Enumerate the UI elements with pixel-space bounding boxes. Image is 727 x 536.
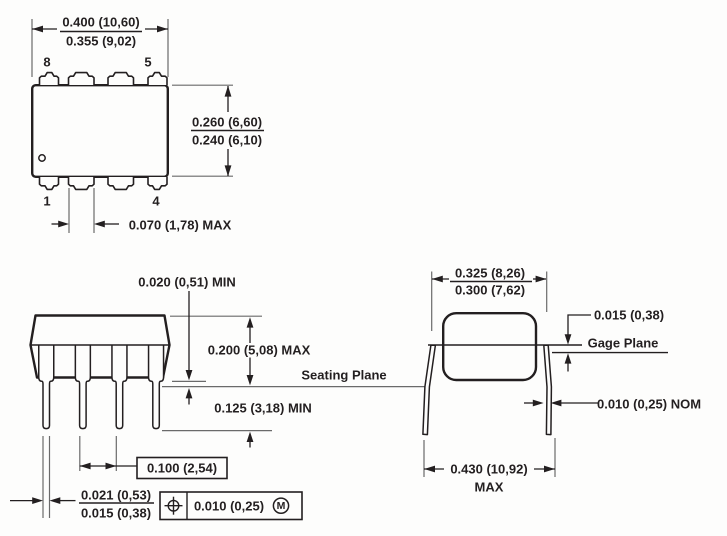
side-view [422, 271, 668, 477]
extension-lines [42, 315, 425, 518]
feature-control-frame [159, 491, 303, 521]
dimension-box [136, 456, 228, 480]
lead [74, 345, 92, 430]
dimension-lead-length [246, 431, 254, 448]
dimension-lead-width [10, 497, 154, 504]
dim-overall-spread-qualifier-label: MAX [474, 479, 504, 494]
arrowhead-left [432, 275, 443, 283]
dim-lead-thickness-label: 0.010 (0,25) NOM [596, 396, 702, 412]
position-tolerance-label: 0.010 (0,25) [193, 498, 265, 513]
arrowhead-left [424, 465, 435, 473]
pin4-label: 4 [152, 193, 160, 209]
dim-lead-pitch-label: 0.100 (2,54) [146, 460, 218, 475]
arrowhead-left [94, 220, 105, 228]
dimension-row-spacing [432, 275, 547, 283]
ic-body-top-view [31, 83, 170, 178]
dimension-body-height [246, 317, 254, 386]
dim-lead-width-max-label: 0.021 (0,53) [80, 487, 152, 502]
arrowhead-left [32, 25, 43, 33]
front-view [10, 291, 425, 521]
ic-body-side-view [442, 312, 538, 382]
dim-body-width-max-label: 0.260 (6,60) [191, 114, 263, 130]
lead [147, 345, 165, 430]
bottom-pin-tabs [38, 177, 168, 191]
dim-shoulder-width-label: 0.070 (1,78) MAX [128, 217, 232, 233]
dim-body-length-min-label: 0.355 (9,02) [65, 33, 137, 49]
arrowhead-right [544, 465, 555, 473]
pin-tab [147, 177, 168, 191]
arrowhead-up [564, 353, 572, 364]
arrowhead-left [79, 462, 91, 470]
dimension-pitch [79, 456, 228, 480]
arrowhead-up [224, 85, 232, 97]
position-symbol [164, 496, 183, 515]
front-leads [38, 345, 165, 430]
dim-row-spacing-max-label: 0.325 (8,26) [454, 265, 526, 281]
dim-body-height-label: 0.200 (5,08) MAX [207, 342, 311, 358]
lead [422, 344, 437, 436]
arrowhead-left [49, 497, 61, 504]
gage-plane-label: Gage Plane [587, 335, 659, 351]
arrowhead-left [550, 399, 562, 407]
pin8-label: 8 [43, 54, 51, 70]
arrowhead-down [185, 370, 193, 381]
pin1-indicator-dot [38, 154, 46, 162]
dim-standoff-label: 0.020 (0,51) MIN [138, 274, 236, 290]
top-view [31, 19, 264, 233]
dim-body-length-max-label: 0.400 (10,60) [62, 14, 140, 30]
pin-tab [147, 71, 168, 85]
dimension-width [191, 86, 264, 176]
dim-body-width-min-label: 0.240 (6,10) [191, 132, 263, 148]
arrowhead-up [185, 388, 193, 399]
dim-row-spacing-min-label: 0.300 (7,62) [454, 282, 526, 298]
pin-tab [107, 177, 135, 191]
arrowhead-right [58, 220, 69, 228]
pin1-label: 1 [43, 193, 51, 209]
arrowhead-down [246, 375, 254, 386]
mmc-modifier-label: M [276, 499, 286, 512]
arrowhead-right [32, 497, 43, 504]
dimension-overall-spread [424, 465, 555, 473]
lead [111, 345, 128, 430]
arrowhead-down [564, 334, 572, 345]
pin-tab [38, 71, 60, 85]
lead [38, 345, 55, 430]
arrowhead-up [246, 317, 254, 328]
arrowhead-down [224, 165, 232, 177]
pin-tab [107, 71, 135, 85]
seating-plane-label: Seating Plane [301, 367, 387, 383]
pin5-label: 5 [144, 54, 152, 70]
pin-tab [67, 177, 95, 191]
pin-tab [38, 177, 60, 191]
arrowhead-up [246, 431, 254, 442]
dimension-lead-thickness [524, 399, 598, 407]
dim-gage-offset-label: 0.015 (0,38) [593, 307, 665, 323]
side-leads [422, 344, 553, 436]
dim-overall-spread-label: 0.430 (10,92) [450, 461, 528, 477]
lead [543, 344, 553, 436]
dim-lead-width-min-label: 0.015 (0,38) [80, 505, 152, 520]
arrowhead-right [532, 399, 544, 407]
arrowhead-right [157, 25, 168, 33]
top-pin-tabs [38, 71, 168, 85]
dim-lead-length-label: 0.125 (3,18) MIN [214, 400, 312, 416]
extension-lines [423, 271, 556, 477]
arrowhead-right [105, 462, 117, 470]
mmc-modifier-circle [272, 497, 290, 515]
pin-tab [67, 71, 95, 85]
arrowhead-right [535, 275, 547, 283]
dimension-standoff [185, 291, 193, 405]
dimension-gage-offset [564, 314, 591, 372]
